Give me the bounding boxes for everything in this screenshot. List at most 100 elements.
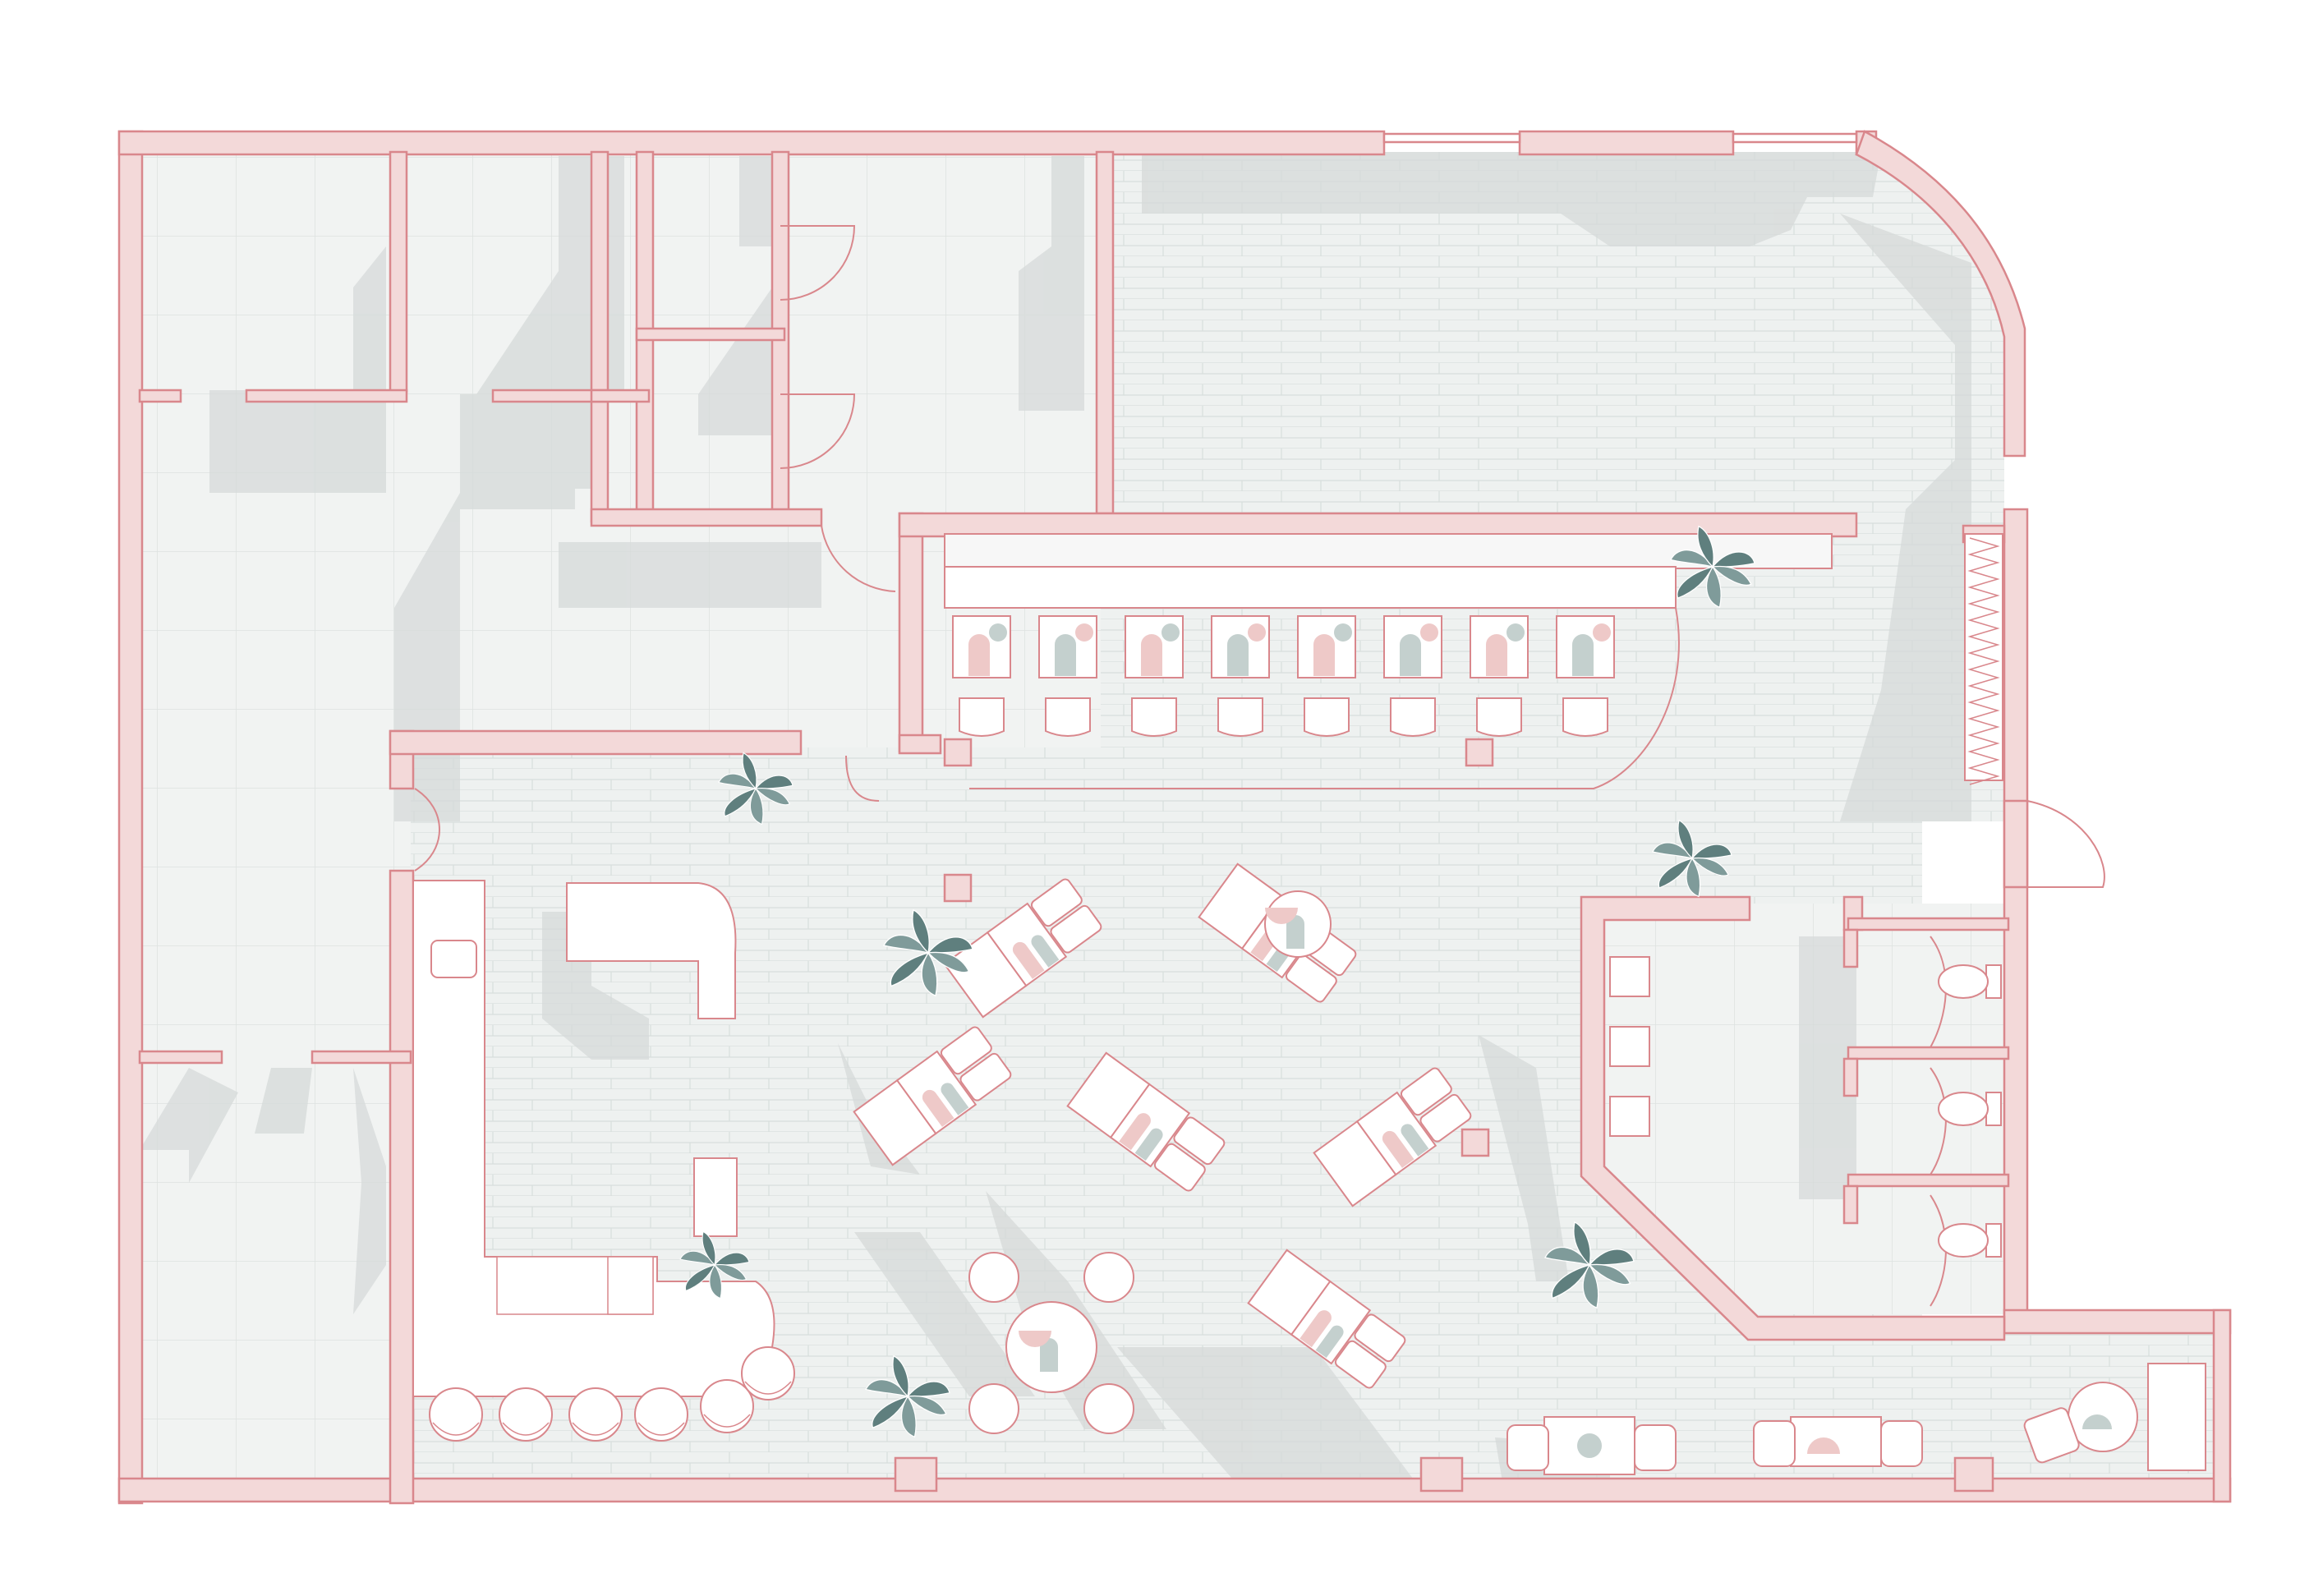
booth-set [1247, 1249, 1406, 1389]
wall-storage-h-4 [635, 327, 786, 342]
door-swing [1930, 1194, 1947, 1307]
chair [1334, 1340, 1387, 1389]
chair [1354, 1313, 1406, 1363]
service-cabinet [2147, 1363, 2206, 1471]
chair [1030, 878, 1083, 927]
column [1953, 1456, 1994, 1493]
table [1790, 1416, 1882, 1467]
chair [1050, 904, 1102, 954]
wall-storage-h-1 [138, 389, 182, 403]
wall-storage-divider-5 [1095, 150, 1115, 515]
bar-stool [499, 1387, 553, 1442]
door-swing [414, 788, 440, 872]
wall-east-b [2003, 799, 2029, 889]
window [1732, 132, 1858, 144]
wall-north-east-curve [1855, 130, 2026, 458]
column [1460, 1128, 1490, 1157]
chair [1419, 1093, 1472, 1143]
booth-chair [1217, 697, 1263, 737]
north-booths [952, 615, 1615, 737]
chair [1083, 1383, 1134, 1434]
booth-table [1470, 615, 1529, 737]
chair [1753, 1420, 1796, 1467]
column [943, 738, 973, 767]
chair [940, 1026, 992, 1075]
booth-set [943, 878, 1102, 1019]
window-seating-south [1506, 1363, 2206, 1475]
wall-stall-1 [1847, 917, 2010, 931]
chair [968, 1252, 1019, 1303]
booth-table [1383, 615, 1442, 737]
booth-table [1038, 615, 1097, 737]
wall-booth-north-left [898, 512, 924, 753]
booth-table [1211, 615, 1270, 737]
wall-storage-divider-2 [590, 150, 610, 523]
chair [1506, 1424, 1549, 1471]
window-table-set [1506, 1416, 1677, 1475]
wall-west [117, 130, 144, 1505]
toilet [1938, 1092, 2002, 1126]
booth-chair [1131, 697, 1177, 737]
round-table [1264, 890, 1332, 958]
round-table [968, 1252, 1134, 1434]
chair [2023, 1407, 2080, 1464]
booth-table [1297, 615, 1356, 737]
toilets [1938, 964, 2002, 1258]
wall-corridor-h [138, 1050, 223, 1065]
bar-equipment [607, 1256, 654, 1315]
booth-chair [959, 697, 1005, 737]
door-swing [845, 755, 880, 802]
booth-chair [1045, 697, 1091, 737]
column [894, 1456, 938, 1493]
toilet [1938, 1223, 2002, 1258]
door-swing [2026, 800, 2105, 888]
door-swing [1930, 1067, 1947, 1175]
wall-north-b [1518, 130, 1735, 156]
wall-storage-divider-1 [389, 150, 408, 393]
chair [1153, 1143, 1206, 1192]
wall-north-a [117, 130, 1386, 156]
back-bar [566, 882, 737, 1019]
wall-south-east-step [2003, 1309, 2232, 1335]
door-swing [780, 225, 856, 301]
column [1419, 1456, 1464, 1493]
wall-stall-spine-2 [1842, 1057, 1859, 1097]
bar-display-case [693, 1157, 738, 1237]
column [1465, 738, 1494, 767]
chair [959, 1052, 1012, 1102]
wall-stall-3 [1847, 1173, 2010, 1188]
booth-chair [1304, 697, 1350, 737]
booth-backrest-north [944, 533, 1833, 789]
wall-stall-spine-3 [1842, 1184, 1859, 1225]
diagonal-booth-sets [853, 862, 1472, 1389]
east-window-grille [1964, 533, 2003, 785]
booth-chair [1390, 697, 1436, 737]
door-swing [780, 393, 856, 469]
booth-table [1556, 615, 1615, 737]
booth-set [853, 1026, 1012, 1166]
wall-booth-north [898, 512, 1858, 538]
booth-set [1066, 1051, 1226, 1192]
wall-hall-north [389, 729, 803, 756]
booth-table [1125, 615, 1184, 737]
wall-storage-h-5 [590, 508, 823, 527]
chair [1634, 1424, 1677, 1471]
bar-stool [634, 1387, 688, 1442]
booth-set [1313, 1067, 1472, 1207]
bar-stool [700, 1379, 754, 1433]
wall-restroom-block [1580, 895, 2006, 1341]
toilet [1938, 964, 2002, 999]
wall-storage-h-6 [590, 389, 651, 403]
chair [1880, 1420, 1923, 1467]
chair [968, 1383, 1019, 1434]
chair [1083, 1252, 1134, 1303]
bar-sink [430, 940, 477, 978]
doors [414, 225, 2105, 1307]
booth-chair [1476, 697, 1522, 737]
washbasins [1609, 956, 1650, 1137]
chair [1173, 1116, 1226, 1166]
round-tables [968, 890, 1332, 1434]
bar-stool [568, 1387, 623, 1442]
chair [1400, 1067, 1452, 1116]
